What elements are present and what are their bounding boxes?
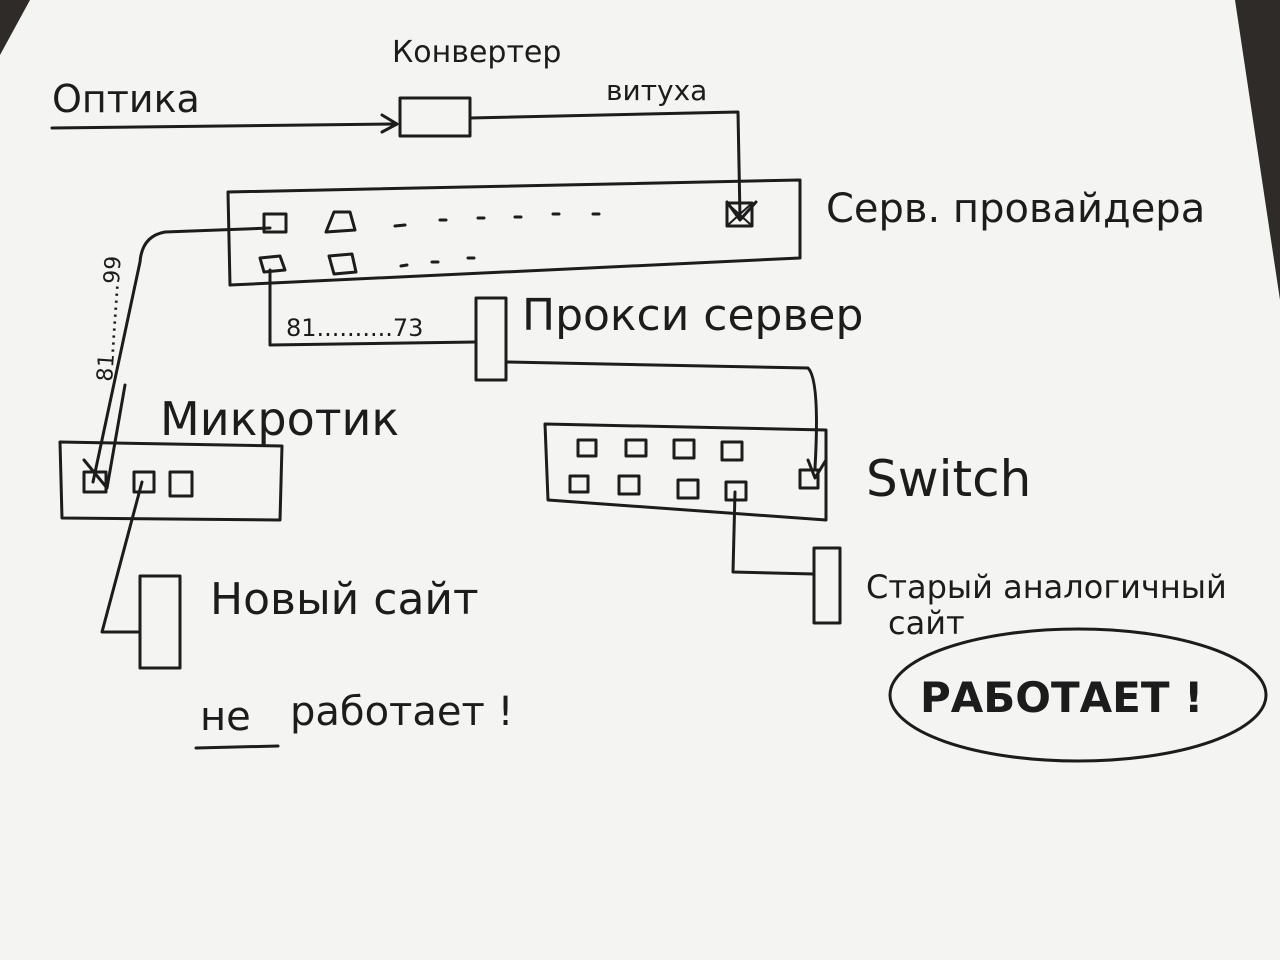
serv-provider-label: Серв. провайдера — [826, 186, 1205, 232]
provider-port — [262, 212, 288, 234]
provider-server-box — [226, 178, 802, 287]
cable-proxy-to-switch — [504, 360, 818, 470]
new-site-label: Новый сайт — [210, 574, 479, 625]
provider-port-active — [725, 201, 754, 228]
working-oval — [888, 627, 1268, 763]
switch-port — [624, 438, 648, 458]
switch-port — [720, 440, 744, 462]
mikrotik-port — [132, 470, 156, 494]
old-site-server-box — [812, 546, 842, 625]
old-site-label-line1: Старый аналогичный — [866, 568, 1227, 606]
switch-port — [576, 438, 598, 458]
provider-port-dots — [393, 212, 601, 228]
switch-port — [672, 438, 696, 460]
vitukha-label: витуха — [606, 74, 707, 107]
switch-port — [676, 478, 700, 500]
provider-port-cross-icon — [728, 204, 751, 225]
cable-mikrotik-to-new-site — [100, 480, 144, 634]
switch-port — [617, 474, 641, 496]
switch-port — [568, 474, 590, 494]
optics-cable — [50, 122, 397, 130]
not-working-rest: работает ! — [290, 689, 514, 735]
mikrotik-port — [82, 470, 108, 494]
optics-arrow-icon — [380, 113, 399, 134]
mikrotik-port — [168, 470, 194, 498]
proxy-label: Прокси сервер — [522, 290, 863, 341]
provider-port — [324, 210, 357, 234]
mikrotik-box — [58, 440, 284, 522]
switch-label: Switch — [866, 450, 1031, 508]
proxy-server-box — [474, 296, 508, 382]
new-site-server-box — [138, 574, 182, 670]
working-label: РАБОТАЕТ ! — [920, 673, 1203, 722]
not-working-prefix: не — [200, 694, 251, 740]
provider-port-dots — [399, 256, 476, 268]
optika-label: Оптика — [52, 77, 200, 121]
provider-port — [258, 254, 287, 274]
cable-provider-to-proxy — [268, 268, 478, 347]
cable-provider-to-mikrotik — [91, 226, 272, 484]
not-underline — [194, 744, 280, 750]
konverter-label: Конвертер — [392, 35, 561, 70]
provider-port — [327, 252, 358, 276]
cable-switch-to-old-site — [731, 490, 816, 576]
switch-arrow-icon — [806, 458, 828, 480]
old-site-label-line2: сайт — [888, 604, 965, 642]
range-horizontal-label: 81..........73 — [286, 314, 423, 342]
switch-box — [543, 422, 828, 522]
switch-port — [798, 468, 820, 490]
mikrotik-label: Микротик — [160, 392, 399, 446]
